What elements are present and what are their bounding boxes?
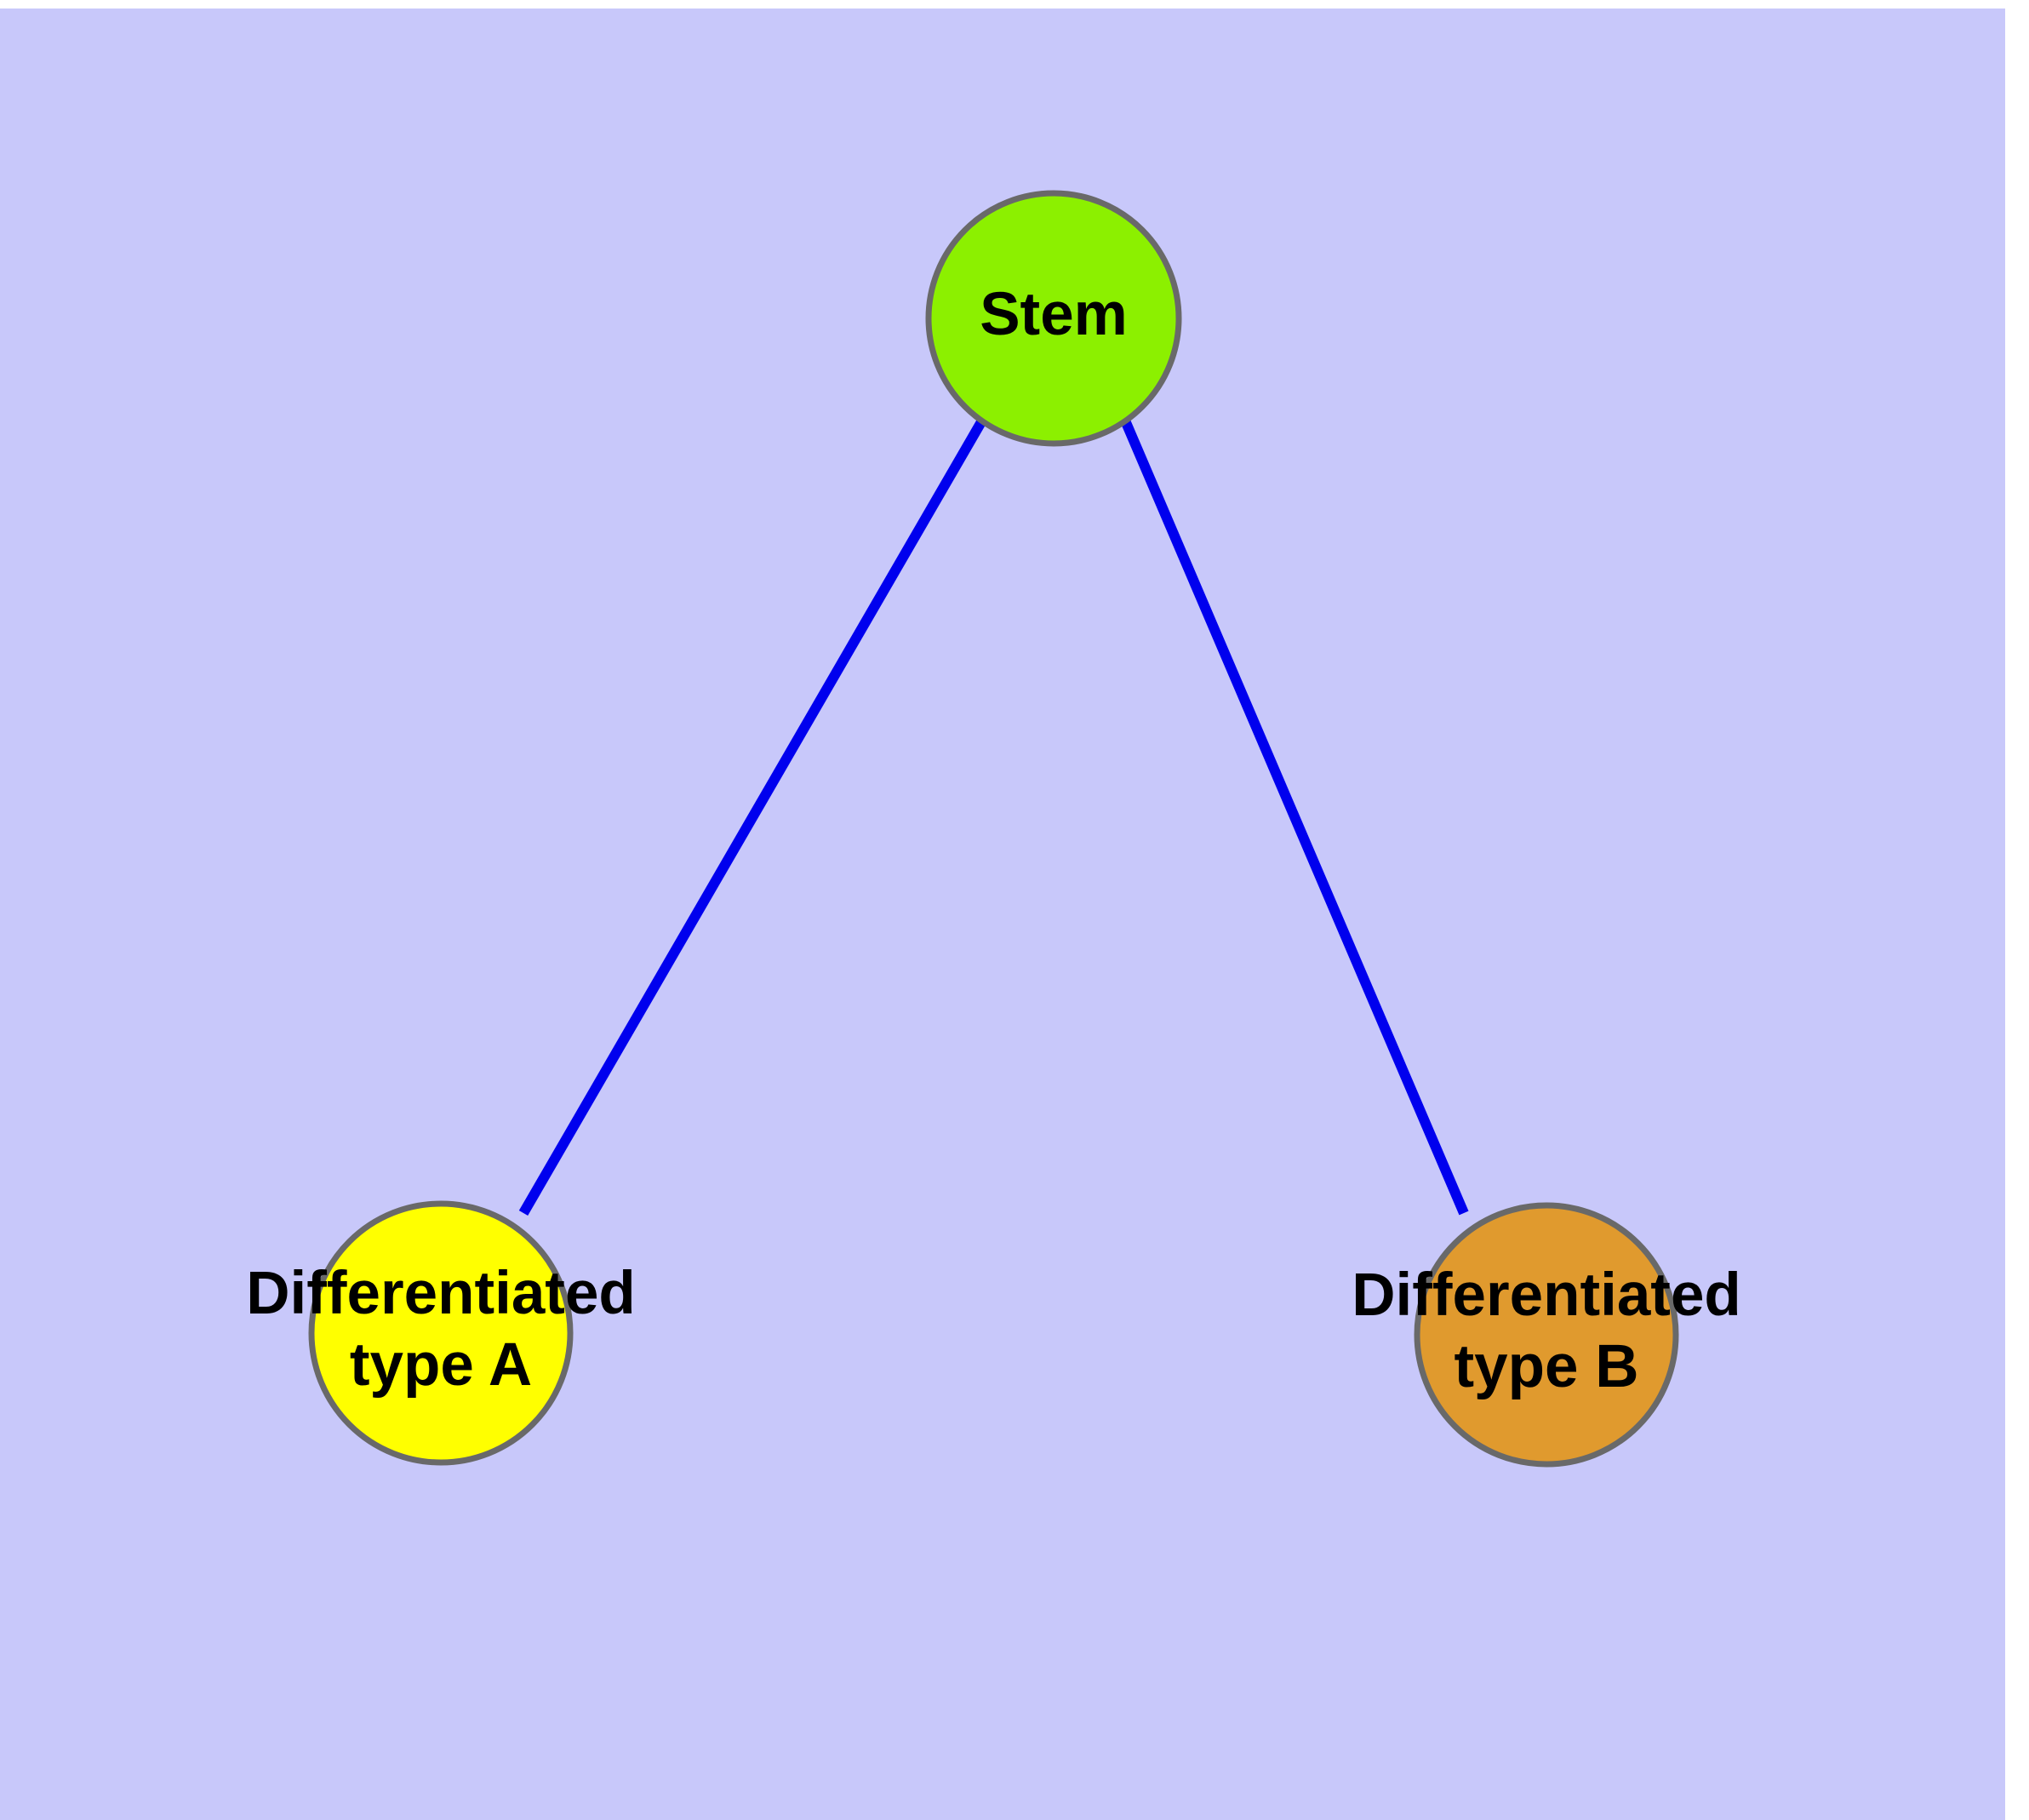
node-differentiated-type-b[interactable] (1414, 1202, 1679, 1468)
edge-stem-to-differentiated-a[interactable] (518, 417, 987, 1216)
edge-stem-to-differentiated-b[interactable] (1120, 418, 1469, 1216)
node-layer (308, 190, 1679, 1468)
edge-layer (518, 417, 1469, 1216)
node-stem-circle[interactable] (925, 190, 1182, 447)
node-differentiated-type-a[interactable] (308, 1200, 574, 1466)
node-stem[interactable] (925, 190, 1182, 447)
node-differentiated-type-a-circle[interactable] (308, 1200, 574, 1466)
node-stem-label: Stem (980, 281, 1128, 348)
node-differentiated-type-b-circle[interactable] (1414, 1202, 1679, 1468)
